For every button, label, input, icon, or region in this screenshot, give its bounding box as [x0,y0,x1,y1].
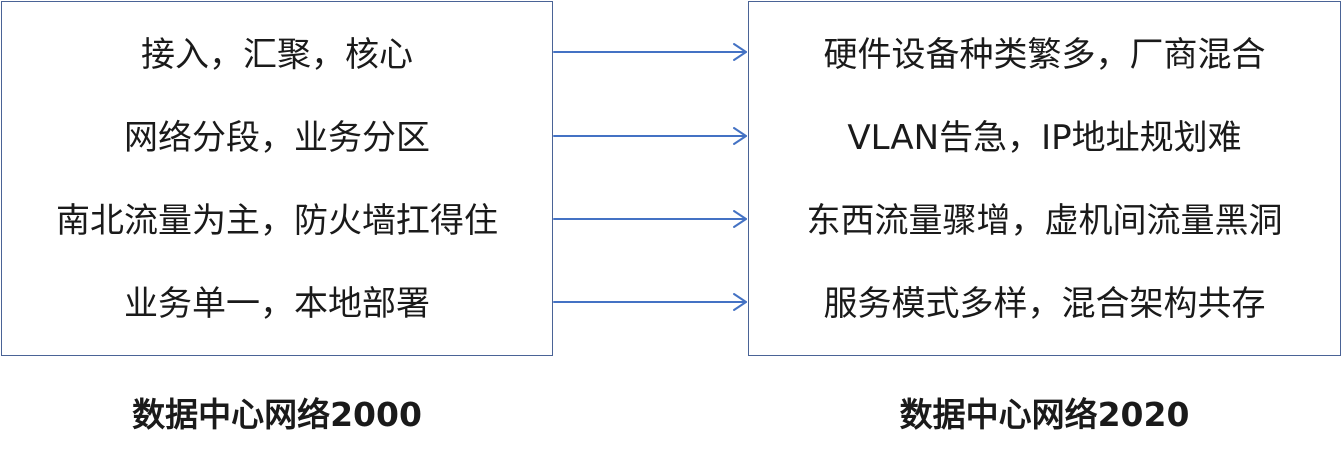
arrow-1 [553,43,747,61]
left-line-2: 网络分段，业务分区 [124,118,430,158]
arrow-3 [553,210,747,228]
right-box-dc2020: 硬件设备种类繁多，厂商混合 VLAN告急，IP地址规划难 东西流量骤增，虚机间流… [748,1,1341,356]
arrow-4 [553,293,747,311]
left-line-4: 业务单一，本地部署 [124,284,430,324]
left-line-3: 南北流量为主，防火墙扛得住 [56,201,498,241]
right-line-1: 硬件设备种类繁多，厂商混合 [823,35,1266,75]
left-box-dc2000: 接入，汇聚，核心 网络分段，业务分区 南北流量为主，防火墙扛得住 业务单一，本地… [1,1,553,356]
right-line-3: 东西流量骤增，虚机间流量黑洞 [806,201,1283,241]
arrow-2 [553,127,747,145]
caption-dc2020: 数据中心网络2020 [899,395,1190,434]
right-line-2: VLAN告急，IP地址规划难 [847,118,1242,158]
caption-dc2000: 数据中心网络2000 [132,395,422,434]
left-line-1: 接入，汇聚，核心 [141,35,413,75]
right-line-4: 服务模式多样，混合架构共存 [823,284,1266,324]
